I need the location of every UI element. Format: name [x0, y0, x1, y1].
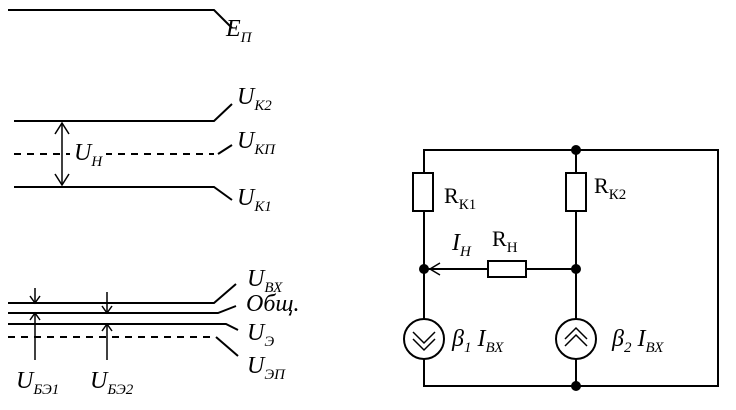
source1-arrow-a: [412, 331, 436, 345]
un-label: UН: [74, 140, 103, 170]
circuit-frame: [423, 149, 719, 387]
voltage-levels-diagram: EП UК2 UКП UК1 UН: [8, 9, 276, 215]
ube2-arrow-bottom-head: [101, 322, 113, 332]
ue-label: UЭ: [247, 320, 274, 350]
input-lines-diagram: UВХ Общ. UЭ UЭП UБЭ1 UБЭ2: [8, 266, 300, 398]
ep-level-line: [8, 9, 233, 29]
uvx-label: UВХ: [247, 266, 283, 296]
ukp-label: UКП: [237, 128, 276, 158]
source2-arrow-b: [564, 326, 588, 340]
in-label: IН: [451, 230, 472, 260]
rk2-label: RК2: [594, 173, 626, 203]
obshch-line: [8, 305, 237, 314]
rk2-resistor: [565, 172, 587, 212]
junction-bottom: [571, 381, 581, 391]
uk1-level-line: [14, 186, 233, 201]
current-source-1: [403, 318, 445, 360]
rn-label: RН: [492, 226, 518, 256]
un-label-bg: [70, 138, 106, 168]
junction-top: [571, 145, 581, 155]
rk1-resistor: [412, 172, 434, 212]
ue-line: [8, 323, 239, 331]
ube1-label: UБЭ1: [16, 368, 59, 398]
source1-arrow-b: [412, 338, 436, 352]
uvx-line: [8, 283, 237, 304]
ube2-arrow-top-head: [101, 305, 113, 315]
rk1-label: RК1: [444, 183, 476, 213]
junction-right: [571, 264, 581, 274]
ube1-arrow-top-head: [29, 295, 41, 305]
current-source-2: [555, 318, 597, 360]
ube1-arrow-bottom-head: [29, 311, 41, 321]
un-arrow-down: [54, 173, 70, 187]
rn-resistor: [487, 260, 527, 278]
uk1-label: UК1: [237, 185, 272, 215]
uk2-label: UК2: [237, 84, 272, 114]
in-arrow-head: [428, 262, 441, 276]
ep-label: EП: [225, 16, 253, 46]
ube2-label: UБЭ2: [90, 368, 134, 398]
uep-leader: [215, 336, 239, 357]
source2-arrow-a: [564, 333, 588, 347]
un-arrow-up: [54, 121, 70, 135]
obshch-label: Общ.: [246, 291, 300, 317]
uep-label: UЭП: [247, 353, 286, 383]
uk2-level-line: [14, 103, 233, 122]
junction-left: [419, 264, 429, 274]
ukp-leader: [217, 144, 233, 155]
